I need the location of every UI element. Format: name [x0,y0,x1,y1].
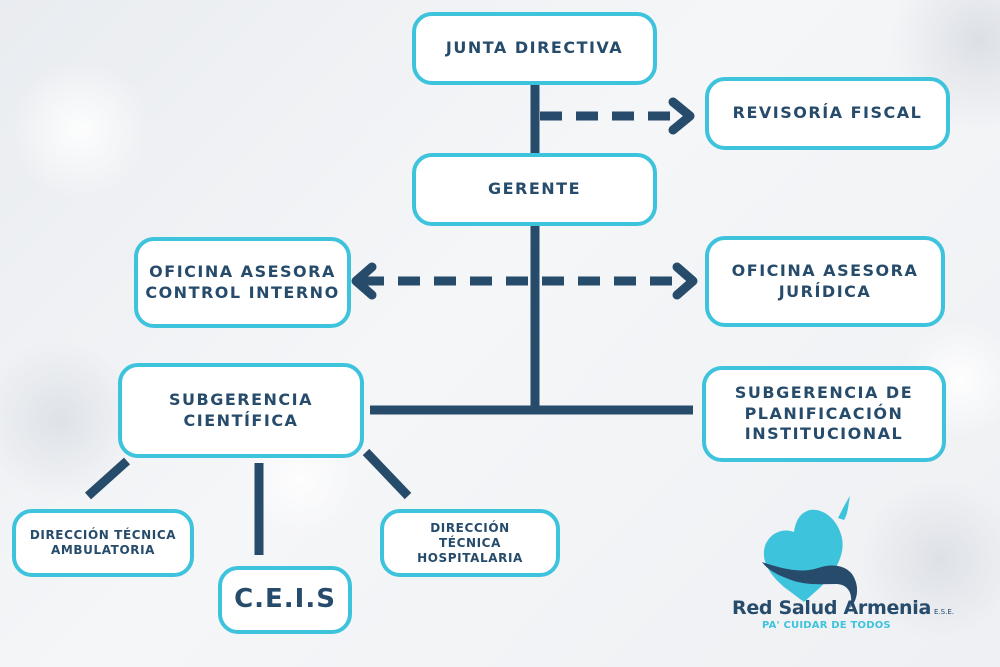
connector-ambulatoria [84,457,131,500]
arrowhead-right-icon [672,262,698,300]
logo-tagline: PA' CUIDAR DE TODOS [762,620,891,631]
node-gerente: GERENTE [412,153,657,226]
node-direccion-ambulatoria: DIRECCIÓN TÉCNICA AMBULATORIA [12,509,194,577]
node-ceis: C.E.I.S [218,566,352,634]
node-direccion-hospitalaria: DIRECCIÓN TÉCNICA HOSPITALARIA [380,509,560,577]
connector-hospitalaria [362,448,412,500]
node-revisoria-fiscal: REVISORÍA FISCAL [705,77,950,150]
arrowhead-left-icon [351,262,377,300]
node-oficina-control-interno: OFICINA ASESORA CONTROL INTERNO [134,237,351,328]
logo-suffix: E.S.E. [934,608,954,616]
node-junta-directiva: JUNTA DIRECTIVA [412,12,657,85]
heart-in-hand-icon [762,496,858,608]
node-subgerencia-planificacion: SUBGERENCIA DE PLANIFICACIÓN INSTITUCION… [702,366,946,462]
node-subgerencia-cientifica: SUBGERENCIA CIENTÍFICA [118,363,364,458]
arrowhead-right-icon [668,97,695,135]
node-oficina-juridica: OFICINA ASESORA JURÍDICA [705,236,945,327]
